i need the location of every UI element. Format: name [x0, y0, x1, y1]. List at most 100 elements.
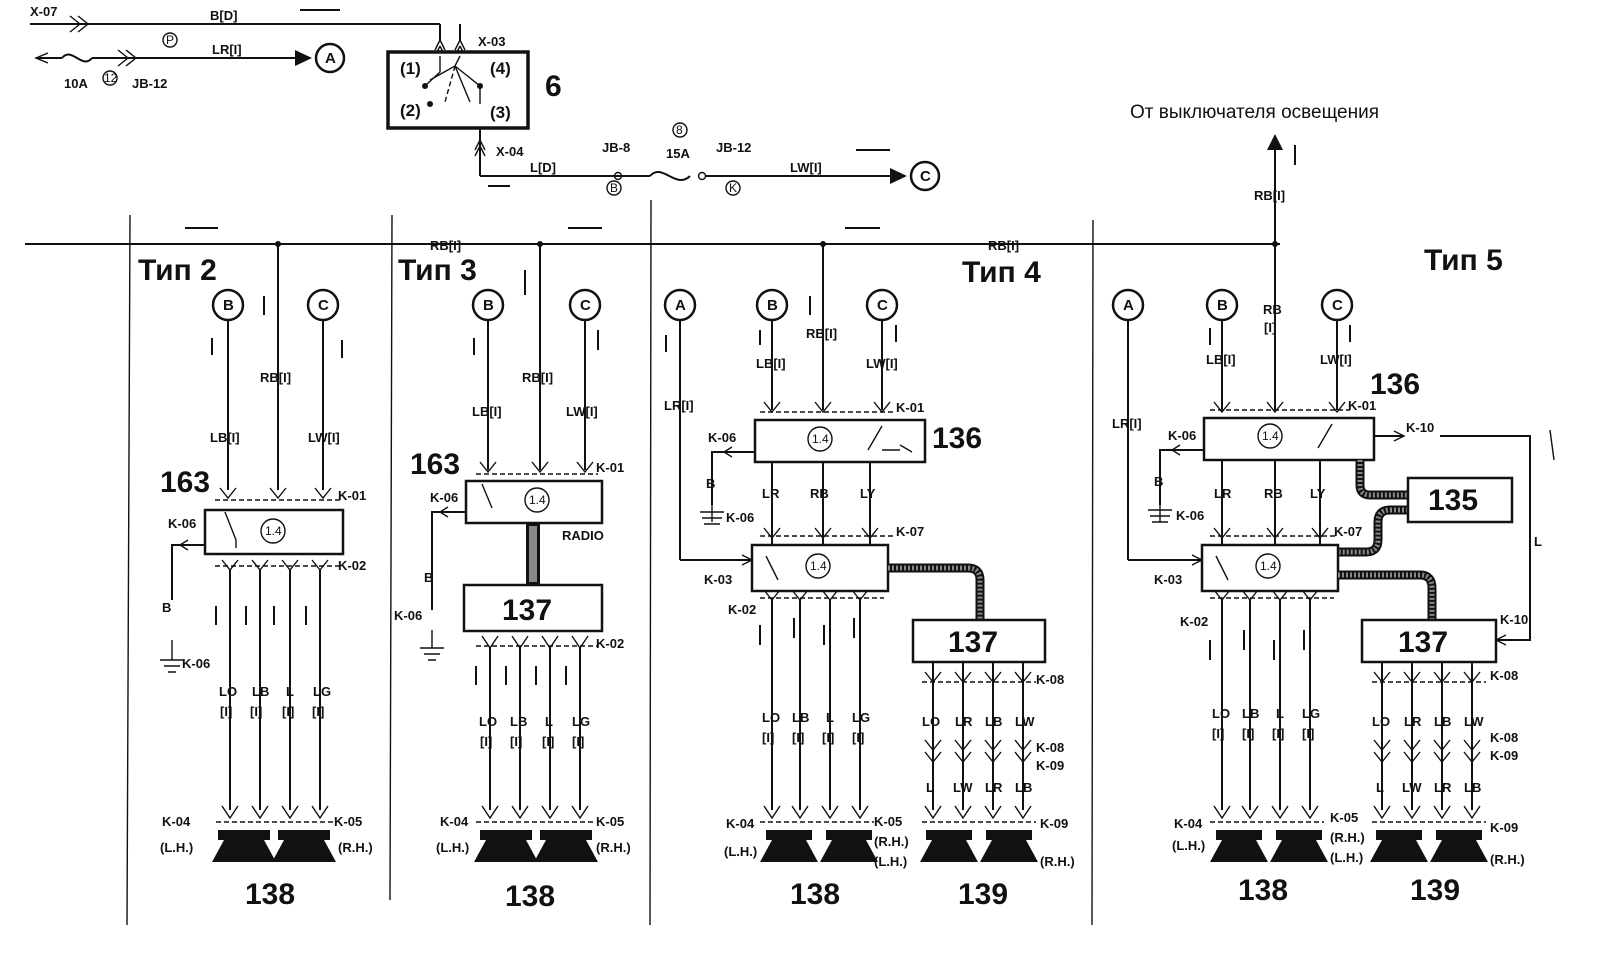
- type4-i-3: [I]: [822, 730, 834, 745]
- type5-k04: K-04: [1174, 816, 1203, 831]
- type5-label-139: 139: [1410, 874, 1460, 907]
- type4-amp-lo: LO: [922, 714, 940, 729]
- type4-label-137: 137: [948, 626, 998, 659]
- type5-amp-l-2: L: [1376, 780, 1384, 795]
- type2-lw-label: LW[I]: [308, 430, 340, 445]
- label-jb8: JB-8: [602, 140, 630, 155]
- type5-amp-lo: LO: [1372, 714, 1390, 729]
- type5-lg: LG: [1302, 706, 1320, 721]
- label-pos1: (1): [400, 59, 421, 78]
- type4-k04: K-04: [726, 816, 755, 831]
- type2-l: L: [286, 684, 294, 699]
- type4-component-136: [753, 418, 927, 464]
- type5-label-135: 135: [1428, 484, 1478, 517]
- type3-k06-bottom: K-06: [394, 608, 422, 623]
- type5-k08-b: K-08: [1490, 730, 1518, 745]
- type-5-label: Тип 5: [1424, 244, 1503, 277]
- type5-circle-c-label: C: [1332, 297, 1343, 314]
- type4-amp-l-2: L: [926, 780, 934, 795]
- type5-lh: (L.H.): [1172, 838, 1205, 853]
- label-ld: L[D]: [530, 160, 556, 175]
- type5-b-label: B: [1154, 474, 1163, 489]
- type2-label-138: 138: [245, 878, 295, 911]
- type4-136-lamp: 1.4: [812, 432, 829, 446]
- type4-k03: K-03: [704, 572, 732, 587]
- type5-i-2: [I]: [1242, 726, 1254, 741]
- type5-i-4: [I]: [1302, 726, 1314, 741]
- type-4-section: A B C LR[I] RB[I] LB[I] LW[I] K-01 1.4 1…: [663, 244, 1075, 911]
- type2-k06-top: K-06: [168, 516, 196, 531]
- type5-lh-2: (L.H.): [1330, 850, 1363, 865]
- type-3-section: B C RB[I] LB[I] LW[I] 163 K-01 1.4 RADIO…: [394, 244, 631, 913]
- type4-label-138: 138: [790, 878, 840, 911]
- type2-component-163: [203, 508, 345, 556]
- type2-k05: K-05: [334, 814, 362, 829]
- type5-rb-2: RB: [1264, 486, 1283, 501]
- type5-rb-i: [I]: [1264, 320, 1276, 335]
- type5-i-3: [I]: [1272, 726, 1284, 741]
- type4-amp-lw: LW: [1015, 714, 1035, 729]
- type5-rh-1: (R.H.): [1330, 830, 1365, 845]
- type4-k08-a: K-08: [1036, 672, 1064, 687]
- label-8: 8: [676, 123, 683, 137]
- type5-k06-top: K-06: [1168, 428, 1196, 443]
- type5-lr-label: LR[I]: [1112, 416, 1142, 431]
- type4-rh-2: (R.H.): [1040, 854, 1075, 869]
- label-10a: 10A: [64, 76, 88, 91]
- label-x03: X-03: [478, 34, 505, 49]
- label-rb-bus-1: RB[I]: [430, 238, 461, 253]
- label-bd: B[D]: [210, 8, 237, 23]
- label-pos4: (4): [490, 59, 511, 78]
- type3-k01: K-01: [596, 460, 624, 475]
- type3-label-138: 138: [505, 880, 555, 913]
- type2-lg: LG: [313, 684, 331, 699]
- type5-circle-b-label: B: [1217, 297, 1228, 314]
- type5-head-unit: [1200, 543, 1340, 593]
- type2-i-3: [I]: [282, 704, 294, 719]
- type4-amp-lr-2: LR: [985, 780, 1003, 795]
- type5-amp-lr: LR: [1404, 714, 1422, 729]
- type2-lamp-label: 1.4: [265, 524, 282, 538]
- type4-label-136: 136: [932, 422, 982, 455]
- type4-i-1: [I]: [762, 730, 774, 745]
- type5-k08-a: K-08: [1490, 668, 1518, 683]
- type2-lb-2: LB: [252, 684, 269, 699]
- type3-lw-label: LW[I]: [566, 404, 598, 419]
- type5-k07: K-07: [1334, 524, 1362, 539]
- main-bus: RB[I] RB[I]: [25, 227, 1280, 253]
- type2-rh: (R.H.): [338, 840, 373, 855]
- label-b-fuse: B: [610, 181, 618, 195]
- type3-component-137: [462, 583, 604, 633]
- type3-lb-label: LB[I]: [472, 404, 502, 419]
- from-light-switch-label: От выключателя освещения: [1130, 102, 1379, 123]
- type3-lg: LG: [572, 714, 590, 729]
- label-jb12-mid: JB-12: [716, 140, 751, 155]
- type4-ly: LY: [860, 486, 876, 501]
- type2-i-2: [I]: [250, 704, 262, 719]
- type5-circle-a-label: A: [1123, 297, 1134, 314]
- type4-k06-top: K-06: [708, 430, 736, 445]
- type5-hu-lamp: 1.4: [1260, 559, 1277, 573]
- type4-i-4: [I]: [852, 730, 864, 745]
- type2-lb-label: LB[I]: [210, 430, 240, 445]
- type2-k04: K-04: [162, 814, 191, 829]
- label-k-fuse: K: [729, 181, 737, 195]
- circle-a-top: [314, 42, 346, 74]
- type5-rb-short: RB: [1263, 302, 1282, 317]
- type3-k02: K-02: [596, 636, 624, 651]
- type5-k10-bottom: K-10: [1500, 612, 1528, 627]
- type2-label-163: 163: [160, 466, 210, 499]
- type4-b-label: B: [706, 476, 715, 491]
- type5-136-lamp: 1.4: [1262, 429, 1279, 443]
- type4-circle-a-label: A: [675, 297, 686, 314]
- label-lr-top: LR[I]: [212, 42, 242, 57]
- type3-label-163: 163: [410, 448, 460, 481]
- circle-c-top: [909, 160, 941, 192]
- circle-a-top-label: A: [325, 50, 336, 67]
- label-pos2: (2): [400, 101, 421, 120]
- type5-k09-b: K-09: [1490, 820, 1518, 835]
- type5-label-138: 138: [1238, 874, 1288, 907]
- type2-i-4: [I]: [312, 704, 324, 719]
- type5-label-136: 136: [1370, 368, 1420, 401]
